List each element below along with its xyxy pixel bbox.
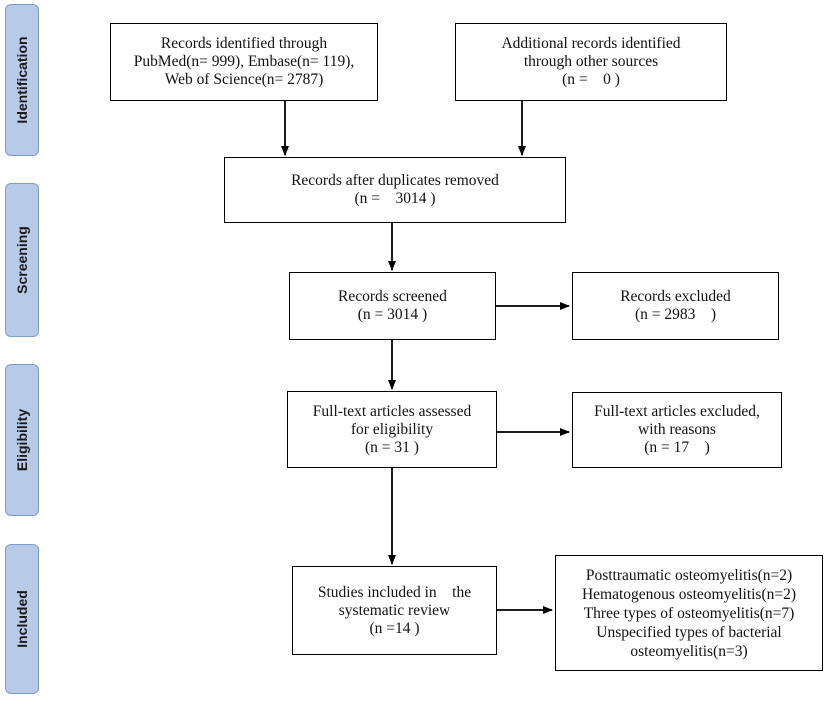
box-line: Full-text articles assessed (312, 402, 472, 420)
box-line: through other sources (523, 53, 659, 70)
box-line: (n = 31 ) (365, 438, 419, 456)
studies-included-box: Studies included in the systematic revie… (292, 566, 497, 655)
fulltext-excluded-box: Full-text articles excluded, with reason… (572, 392, 782, 468)
records-identified-box: Records identified through PubMed(n= 999… (110, 23, 378, 101)
box-line: (n = 3014 ) (354, 190, 436, 207)
duplicates-removed-box: Records after duplicates removed (n = 30… (224, 157, 566, 223)
box-line: Additional records identified (501, 35, 681, 52)
box-line: for eligibility (350, 420, 434, 438)
box-line: Records screened (338, 288, 447, 305)
osteomyelitis-types-box: Posttraumatic osteomyelitis(n=2) Hematog… (555, 555, 823, 671)
records-screened-box: Records screened (n = 3014 ) (289, 272, 496, 340)
additional-records-box: Additional records identified through ot… (455, 23, 727, 101)
box-line: (n = 17 ) (644, 439, 710, 456)
box-line: (n = 3014 ) (357, 306, 428, 323)
box-line: Records identified through (160, 35, 328, 52)
fulltext-assessed-box: Full-text articles assessed for eligibil… (287, 391, 497, 468)
phase-included: Included (5, 544, 39, 694)
box-line: osteomyelitis(n=3) (630, 642, 748, 660)
box-line: Hematogenous osteomyelitis(n=2) (581, 585, 797, 603)
box-line: (n = 2983 ) (634, 306, 717, 323)
box-line: PubMed(n= 999), Embase(n= 119), (133, 53, 355, 70)
box-line: systematic review (338, 601, 451, 619)
box-line: (n =14 ) (369, 619, 420, 637)
box-line: Posttraumatic osteomyelitis(n=2) (585, 566, 793, 584)
box-line: Studies included in the (317, 583, 472, 601)
box-line: Web of Science(n= 2787) (164, 71, 324, 88)
box-line: Three types of osteomyelitis(n=7) (583, 604, 795, 622)
box-line: Records excluded (620, 288, 731, 305)
phase-screening: Screening (5, 183, 39, 337)
phase-identification: Identification (5, 4, 39, 156)
box-line: Full-text articles excluded, (594, 403, 760, 420)
box-line: (n = 0 ) (562, 71, 620, 88)
box-line: Unspecified types of bacterial (596, 623, 782, 641)
phase-eligibility: Eligibility (5, 364, 39, 516)
box-line: with reasons (638, 421, 716, 438)
box-line: Records after duplicates removed (291, 172, 499, 189)
records-excluded-box: Records excluded (n = 2983 ) (572, 272, 779, 340)
